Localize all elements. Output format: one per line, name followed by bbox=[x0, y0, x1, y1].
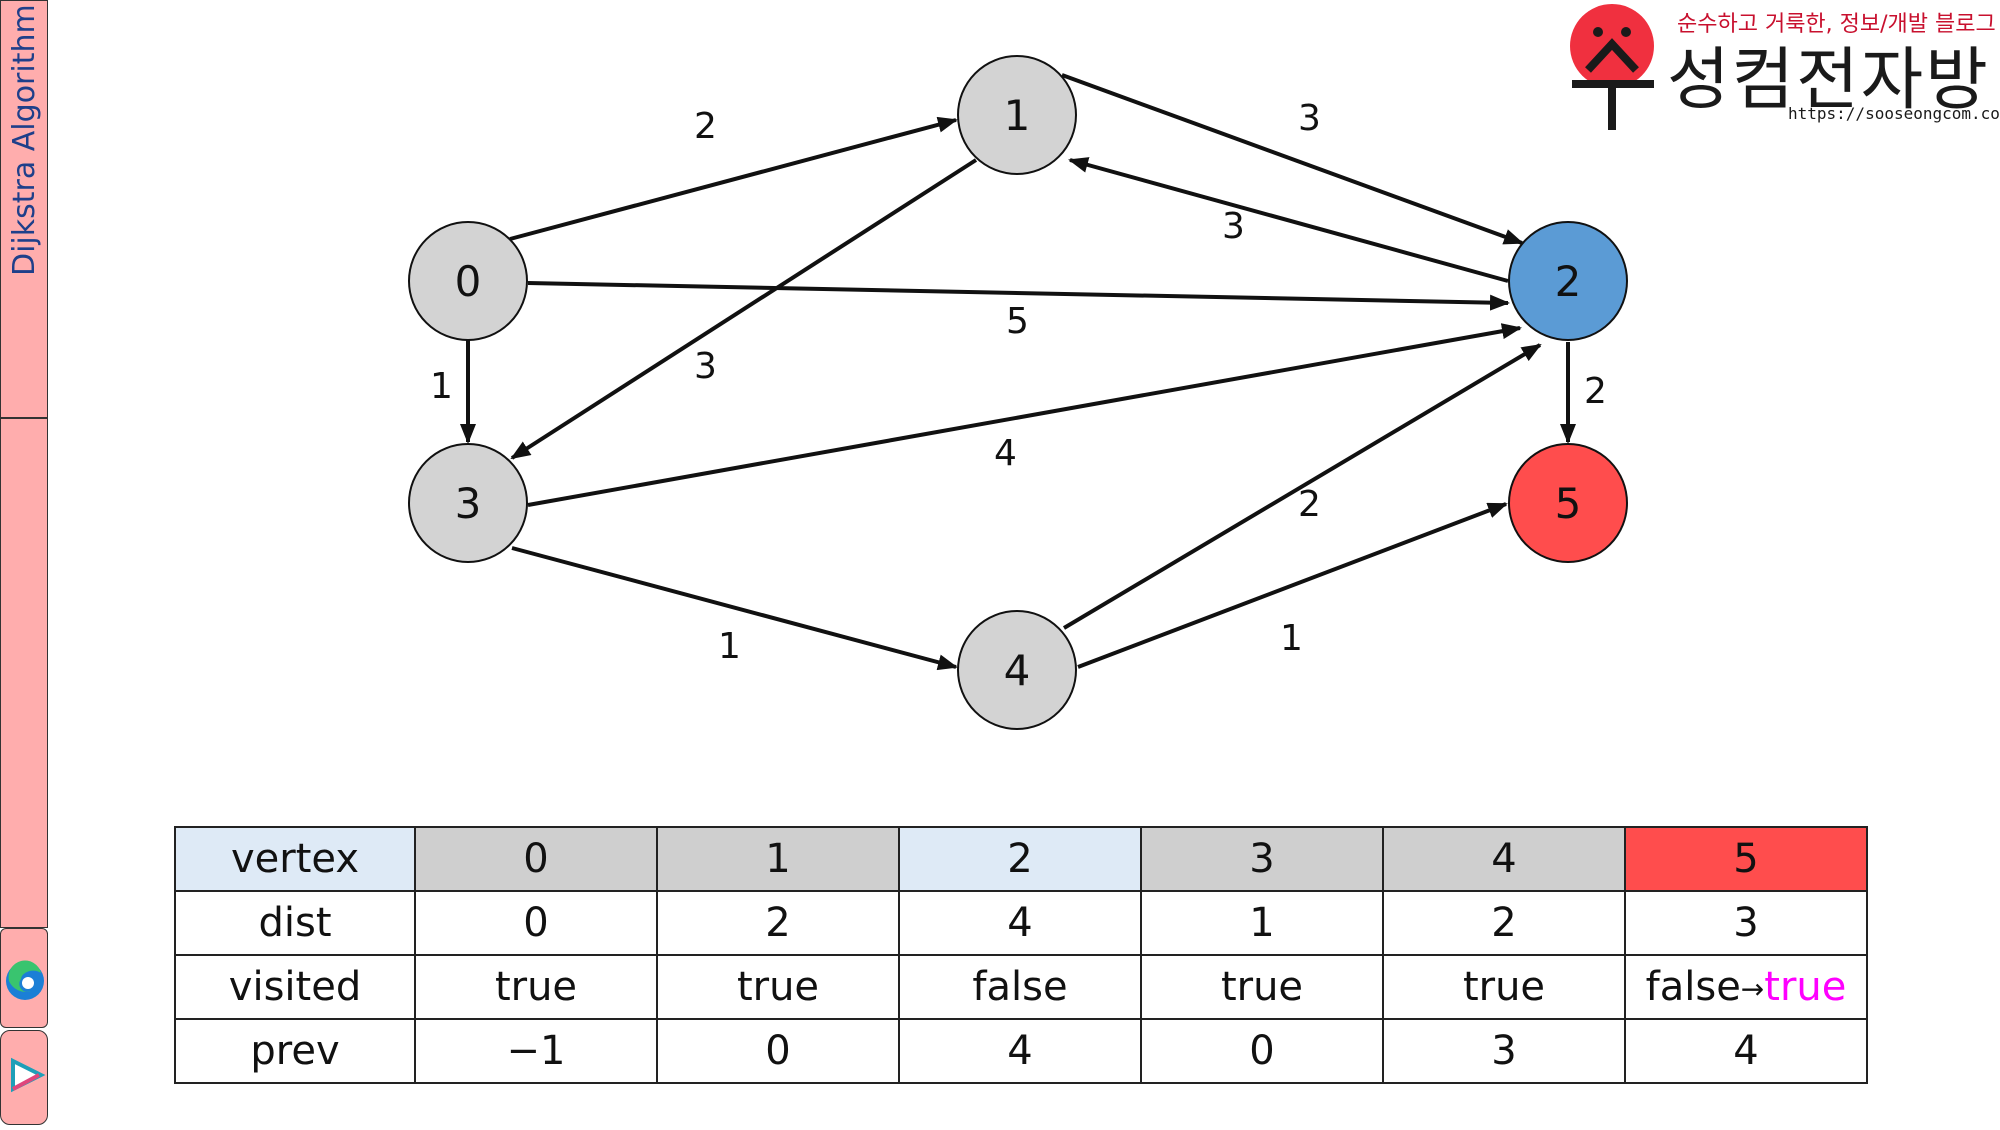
edge-1-2 bbox=[1061, 73, 1524, 245]
node-4-label: 4 bbox=[1004, 646, 1031, 695]
node-5: 5 bbox=[1508, 443, 1628, 563]
dist-cell: 0 bbox=[414, 890, 658, 956]
edge-weight-3-2: 4 bbox=[994, 433, 1017, 474]
visited-cell: true bbox=[1382, 954, 1626, 1020]
node-0: 0 bbox=[408, 221, 528, 341]
sidebar-tab-title[interactable]: Dijkstra Algorithm bbox=[0, 0, 48, 418]
node-4: 4 bbox=[957, 610, 1077, 730]
app-button[interactable] bbox=[0, 1030, 48, 1125]
vertex-cell: 5 bbox=[1624, 826, 1868, 892]
edge-weight-0-1: 2 bbox=[694, 106, 717, 147]
edge-4-2 bbox=[1062, 343, 1542, 630]
vertex-cell: 3 bbox=[1140, 826, 1384, 892]
table-row-vertex: vertex 0 1 2 3 4 5 bbox=[174, 826, 1868, 892]
edge-browser-icon bbox=[6, 960, 44, 1000]
vertex-cell: 4 bbox=[1382, 826, 1626, 892]
change-arrow-icon: → bbox=[1740, 972, 1765, 1006]
dist-cell: 2 bbox=[656, 890, 900, 956]
node-3: 3 bbox=[408, 443, 528, 563]
row-header-visited: visited bbox=[174, 954, 416, 1020]
prev-cell: 4 bbox=[898, 1018, 1142, 1084]
dist-cell: 2 bbox=[1382, 890, 1626, 956]
edge-2-1 bbox=[1068, 157, 1509, 283]
edge-weight-1-3: 3 bbox=[694, 346, 717, 387]
dist-cell: 4 bbox=[898, 890, 1142, 956]
graph-diagram: 2 3 3 5 3 1 4 2 2 1 1 0 1 2 3 4 5 bbox=[408, 55, 1628, 730]
visited-cell: true bbox=[1140, 954, 1384, 1020]
node-3-label: 3 bbox=[455, 479, 482, 528]
vertex-cell: 0 bbox=[414, 826, 658, 892]
edge-0-1 bbox=[509, 116, 958, 241]
row-header-vertex: vertex bbox=[174, 826, 416, 892]
sidebar: Dijkstra Algorithm bbox=[0, 0, 50, 1125]
prev-cell: 3 bbox=[1382, 1018, 1626, 1084]
node-2: 2 bbox=[1508, 221, 1628, 341]
table-row-visited: visited true true false true true false→… bbox=[174, 954, 1868, 1020]
node-2-label: 2 bbox=[1555, 257, 1582, 306]
edge-weight-4-5: 1 bbox=[1280, 618, 1303, 659]
node-1-label: 1 bbox=[1004, 91, 1031, 140]
edge-weight-2-1: 3 bbox=[1222, 206, 1245, 247]
node-1: 1 bbox=[957, 55, 1077, 175]
edge-4-5 bbox=[1077, 502, 1508, 669]
edge-weight-4-2: 2 bbox=[1298, 484, 1321, 525]
brand-url: https://sooseongcom.com bbox=[1788, 104, 2000, 123]
visited-new-value: true bbox=[1764, 964, 1847, 1010]
edge-weight-0-3: 1 bbox=[430, 366, 453, 407]
prev-cell: 4 bbox=[1624, 1018, 1868, 1084]
table-row-dist: dist 0 2 4 1 2 3 bbox=[174, 890, 1868, 956]
visited-old-value: false bbox=[1645, 964, 1741, 1010]
node-0-label: 0 bbox=[455, 257, 482, 306]
sidebar-tab-blank[interactable] bbox=[0, 418, 48, 928]
dist-cell: 1 bbox=[1140, 890, 1384, 956]
logo-face-icon bbox=[1570, 4, 1654, 130]
brand-logo: 순수하고 거룩한, 정보/개발 블로그 성컴전자방 https://sooseo… bbox=[1560, 0, 2000, 135]
edge-weight-0-2: 5 bbox=[1006, 301, 1029, 342]
table-row-prev: prev −1 0 4 0 3 4 bbox=[174, 1018, 1868, 1084]
vertex-cell: 2 bbox=[898, 826, 1142, 892]
visited-cell: true bbox=[414, 954, 658, 1020]
visited-cell: true bbox=[656, 954, 900, 1020]
dist-cell: 3 bbox=[1624, 890, 1868, 956]
prev-cell: −1 bbox=[414, 1018, 658, 1084]
edge-weight-1-2: 3 bbox=[1298, 98, 1321, 139]
edge-1-3 bbox=[510, 158, 978, 460]
vertex-cell: 1 bbox=[656, 826, 900, 892]
brand-name: 성컴전자방 bbox=[1667, 41, 1990, 120]
edge-3-2 bbox=[527, 323, 1522, 507]
edge-0-2 bbox=[527, 281, 1510, 311]
dijkstra-table: vertex 0 1 2 3 4 5 dist 0 2 4 1 2 3 visi… bbox=[174, 826, 1868, 1084]
edge-weight-2-5: 2 bbox=[1584, 371, 1607, 412]
row-header-prev: prev bbox=[174, 1018, 416, 1084]
visited-cell: false bbox=[898, 954, 1142, 1020]
node-5-label: 5 bbox=[1555, 479, 1582, 528]
edge-3-4 bbox=[511, 546, 958, 671]
prev-cell: 0 bbox=[1140, 1018, 1384, 1084]
edge-weight-3-4: 1 bbox=[718, 626, 741, 667]
browser-button[interactable] bbox=[0, 928, 48, 1028]
prev-cell: 0 bbox=[656, 1018, 900, 1084]
visited-cell-changed: false→true bbox=[1624, 954, 1868, 1020]
app-triangle-icon bbox=[11, 1057, 46, 1093]
brand-tagline: 순수하고 거룩한, 정보/개발 블로그 bbox=[1677, 12, 1996, 37]
row-header-dist: dist bbox=[174, 890, 416, 956]
